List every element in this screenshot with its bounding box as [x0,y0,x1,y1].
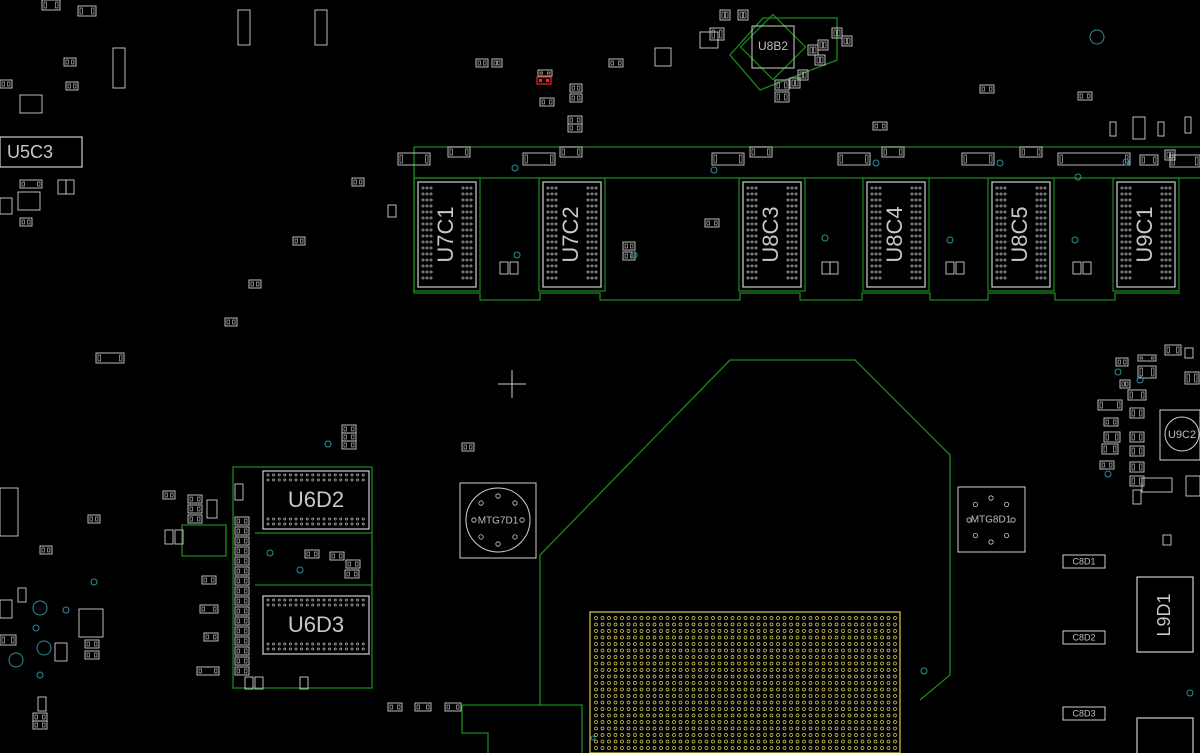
capacitor-label-c8d2: C8D2 [1072,632,1095,642]
chip-label-u9c1: U9C1 [1132,206,1157,262]
highlighted-component[interactable] [536,76,552,85]
ic-u9c2[interactable]: U9C2 [1159,409,1200,461]
chip-label-u8c5: U8C5 [1007,206,1032,262]
mounting-hole-mtg7d1[interactable]: MTG7D1 [459,482,537,559]
mounting-hole-label-mtg7d1: MTG7D1 [478,516,519,527]
ic-u8b2[interactable]: U8B2 [739,13,807,81]
crosshair-icon [498,370,526,398]
ic-label-u8b2: U8B2 [758,39,788,53]
chip-label-u8c3: U8C3 [758,206,783,262]
inductor-l9d1[interactable]: L9D1 [1136,576,1194,653]
chip-label-u7c1: U7C1 [433,206,458,262]
mounting-hole-mtg8d1[interactable]: MTG8D1 [957,486,1026,553]
vias [8,29,1194,741]
memory-chip-row: U7C1 U7C2 U8C3 U8C4 U8C5 U9C1 [413,177,1180,292]
memory-chip-u8c3[interactable]: U8C3 [738,177,806,292]
board-outlines [181,17,1200,753]
passive-components [0,0,1200,730]
lower-chip-u6d2[interactable]: U6D2 [262,470,370,530]
bottom-right-part [1136,717,1194,753]
capacitor-c8d1[interactable]: C8D1 [1062,554,1106,569]
ic-label-u9c2: U9C2 [1168,429,1196,441]
capacitor-label-c8d3: C8D3 [1072,708,1095,718]
chip-label-u7c2: U7C2 [558,206,583,262]
chip-label-u6d2: U6D2 [288,487,344,512]
inductor-label-l9d1: L9D1 [1154,593,1174,636]
lower-chip-u6d3[interactable]: U6D3 [262,595,370,655]
connector-u5c3[interactable]: U5C3 [0,136,83,168]
memory-chip-u9c1[interactable]: U9C1 [1112,177,1180,292]
chip-label-u8c4: U8C4 [882,206,907,262]
bga-processor-footprint[interactable] [589,611,901,753]
memory-chip-u7c1[interactable]: U7C1 [413,177,481,292]
memory-chip-u8c4[interactable]: U8C4 [862,177,930,292]
capacitor-label-c8d1: C8D1 [1072,556,1095,566]
capacitor-c8d3[interactable]: C8D3 [1062,706,1106,721]
connector-label-u5c3: U5C3 [7,142,53,162]
memory-chip-u8c5[interactable]: U8C5 [987,177,1055,292]
chip-label-u6d3: U6D3 [288,612,344,637]
memory-chip-u7c2[interactable]: U7C2 [538,177,606,292]
mounting-hole-label-mtg8d1: MTG8D1 [971,515,1012,526]
capacitor-c8d2[interactable]: C8D2 [1062,630,1106,645]
